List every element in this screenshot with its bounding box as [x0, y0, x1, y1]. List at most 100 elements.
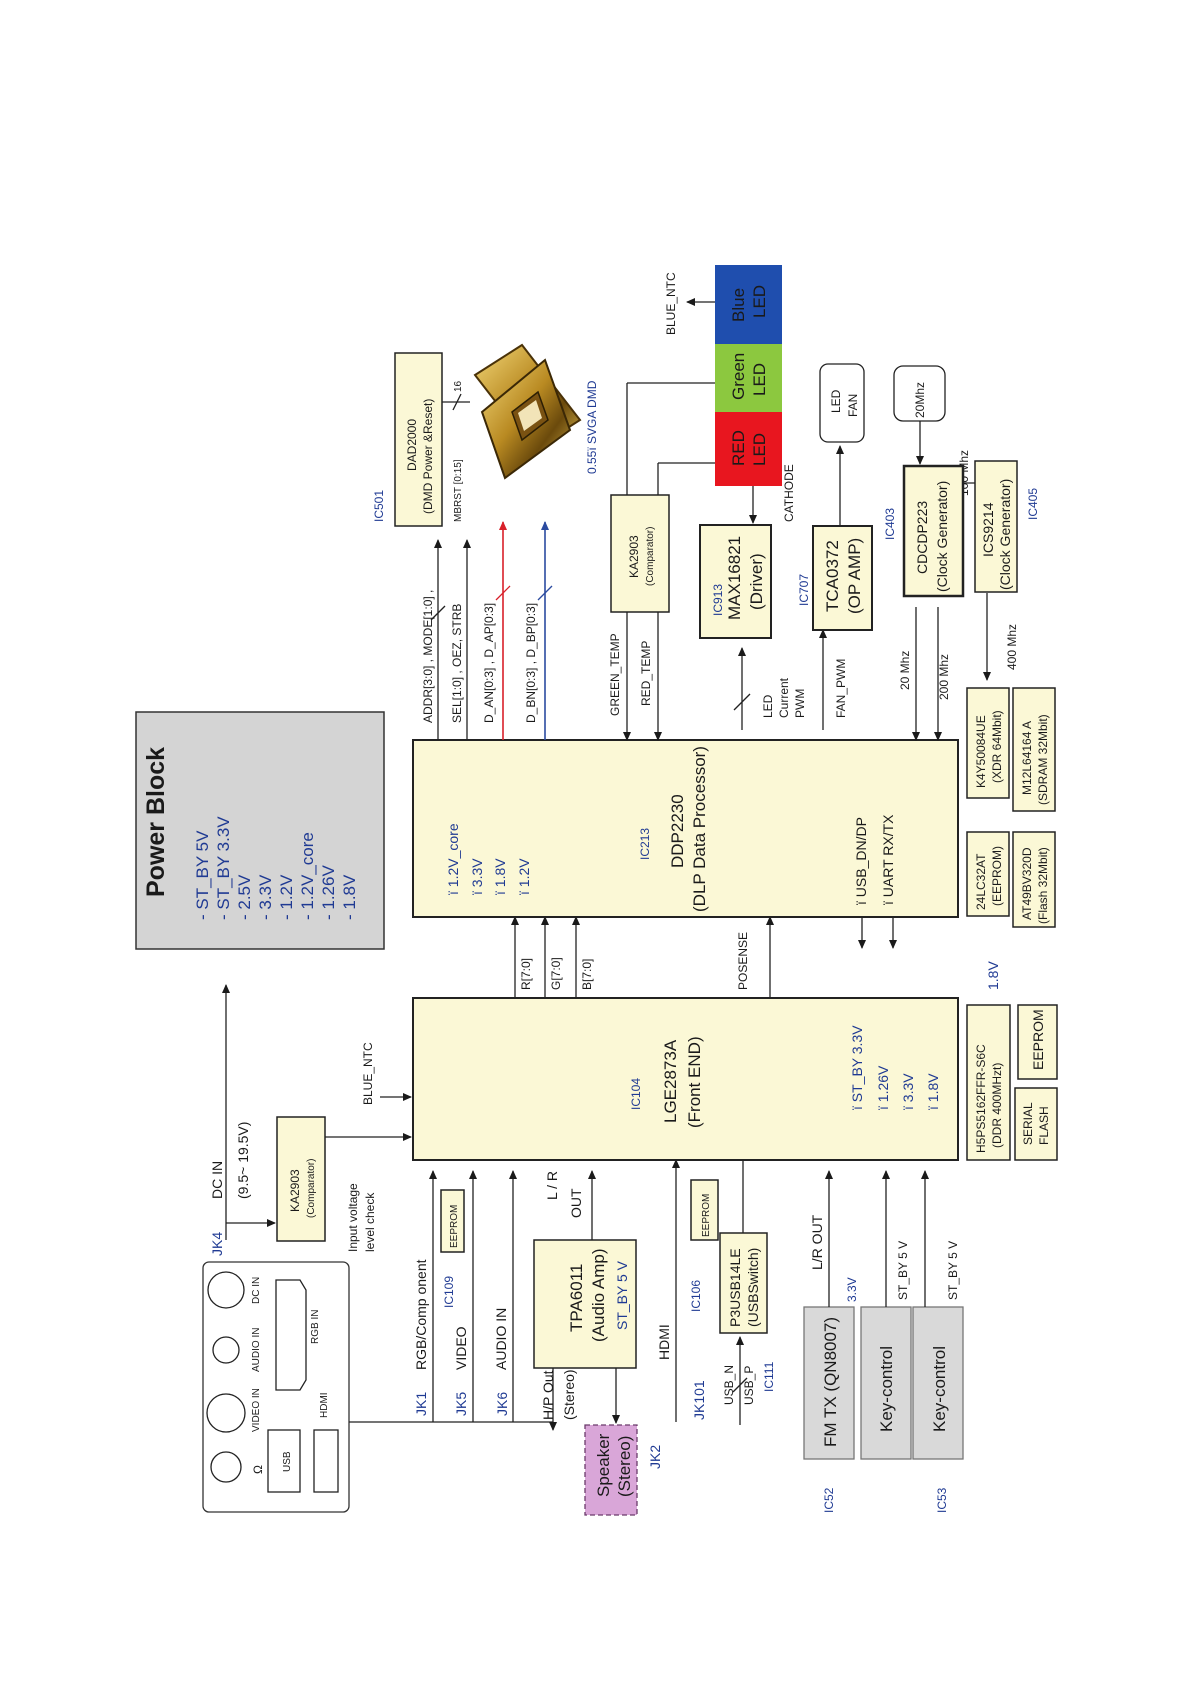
ic-label-ic106: IC106: [689, 1280, 703, 1312]
red-temp-text: RED_TEMP: [639, 641, 653, 706]
chip-desc: (Audio Amp): [589, 1248, 608, 1342]
rgb-text: RGB/Comp onent: [413, 1259, 429, 1370]
power-item: - ST_BY 5V: [193, 830, 212, 920]
usb-p-text: USB_P: [742, 1366, 756, 1405]
flash-at49bv320d: AT49BV320D (Flash 32Mbit): [1012, 831, 1056, 928]
rgb-in-port: [275, 1279, 307, 1391]
ka2903-input-comparator: KA2903 (Comparator): [276, 1116, 326, 1242]
hdmi-label: HDMI: [319, 1392, 330, 1418]
block-label: FM TX (QN8007): [821, 1317, 840, 1447]
input-check-text: level check: [363, 1192, 377, 1252]
cathode-text: CATHODE: [782, 464, 796, 522]
chip-name: K4Y50084UE: [974, 715, 988, 788]
fan-pwm-text: FAN_PWM: [834, 659, 848, 718]
sel-text: SEL[1:0] , OEZ, STRB: [450, 604, 464, 723]
eeprom-fe: EEPROM: [1017, 1004, 1058, 1080]
eeprom-24lc32at: 24LC32AT (EEPROM): [966, 831, 1010, 917]
ic-label-ic405: IC405: [1026, 488, 1040, 520]
key-control-block: Key-control: [912, 1306, 964, 1460]
key1-supply-text: ST_BY 5 V: [896, 1241, 910, 1300]
chip-desc: (DMD Power &Reset): [421, 399, 435, 514]
addr-text: ADDR[3:0] , MODE[1:0] ,: [421, 590, 435, 723]
ddp-power-item: ï 1.2V_core: [445, 823, 461, 895]
chip-name: P3USB14LE: [727, 1248, 743, 1327]
chip-name: 24LC32AT: [974, 853, 988, 910]
led-pwm-text: Current: [777, 677, 791, 718]
ddp-power-item: ï 1.2V: [516, 858, 532, 895]
p3usb14le-switch: P3USB14LE (USBSwitch): [719, 1232, 768, 1334]
d-a-text: D_AN[0:3] , D_AP[0:3]: [482, 603, 496, 723]
red-led: [715, 412, 782, 486]
chip-name: CDCDP223: [914, 501, 930, 574]
chip-name: FLASH: [1037, 1106, 1051, 1145]
chip-name: EEPROM: [449, 1205, 460, 1248]
led-label: RED: [729, 430, 748, 466]
ic-label-ic109: IC109: [442, 1276, 456, 1308]
chip-name: H5PS5162FFR-S6C: [974, 1044, 988, 1153]
chip-desc: (Comparator): [306, 1159, 317, 1218]
blue-ntc-top-text: BLUE_NTC: [664, 272, 678, 335]
g-bus-text: G[7:0]: [549, 957, 563, 990]
ic-label-ic53: IC53: [935, 1487, 949, 1513]
hdmi-text: HDMI: [656, 1324, 672, 1360]
jack-label: JK101: [691, 1380, 707, 1420]
tca0372-op-amp: TCA0372 (OP AMP): [812, 525, 873, 631]
led-label: LED: [750, 285, 769, 318]
chip-name: DAD2000: [405, 419, 419, 471]
jack-label: JK2: [647, 1445, 663, 1469]
video-text: VIDEO: [453, 1326, 469, 1370]
chip-name: TPA6011: [567, 1264, 586, 1332]
input-check-text: Input voltage: [346, 1183, 360, 1252]
eeprom-ic109: EEPROM: [440, 1189, 465, 1253]
ic-label-ic707: IC707: [797, 574, 811, 606]
fan-label: LED: [829, 389, 843, 413]
led-label: Green: [729, 353, 748, 400]
green-led: [715, 344, 782, 412]
led-pwm-slash: [733, 693, 751, 711]
tpa6011-audio-amp: TPA6011 (Audio Amp) ST_BY 5 V: [533, 1239, 637, 1369]
ic-label-ic52: IC52: [822, 1487, 836, 1513]
chip-desc: (XDR 64Mbit): [990, 710, 1004, 783]
chip-desc: (Comparator): [645, 527, 656, 586]
xdr-k4y50084ue: K4Y50084UE (XDR 64Mbit): [966, 687, 1010, 799]
clk-20-text: 20 Mhz: [898, 651, 912, 690]
ddp-io-item: ï UART RX/TX: [880, 814, 896, 905]
ddp2230-processor: IC213 DDP2230 (DLP Data Processor) ï 1.2…: [412, 739, 959, 918]
ic-label-ic913: IC913: [711, 584, 725, 616]
jack-label: JK5: [453, 1392, 469, 1416]
audio-in-jack: [212, 1336, 240, 1364]
clk-400-text: 400 Mhz: [1005, 624, 1019, 670]
ddr-h5ps5162: H5PS5162FFR-S6C (DDR 400MHzt): [966, 1004, 1011, 1161]
chip-name: TCA0372: [823, 540, 842, 612]
power-block: Power Block - ST_BY 5V - ST_BY 3.3V - 2.…: [135, 711, 385, 950]
eeprom-ic106: EEPROM: [690, 1179, 719, 1241]
key2-supply-text: ST_BY 5 V: [946, 1241, 960, 1300]
chip-name: LGE2873A: [661, 1039, 680, 1123]
chip-name: EEPROM: [1030, 1009, 1046, 1070]
led-label: LED: [750, 433, 769, 466]
led-fan: LED FAN: [819, 363, 865, 443]
fm-tx-block: FM TX (QN8007): [803, 1306, 855, 1460]
chip-name: KA2903: [288, 1169, 302, 1212]
chip-name: KA2903: [627, 535, 641, 578]
lge2873a-front-end: IC104 LGE2873A (Front END) ï ST_BY 3.3V …: [412, 997, 959, 1161]
power-item: - 1.8V: [340, 874, 359, 920]
led-pwm-text: PWM: [793, 689, 807, 718]
jack-label: JK1: [413, 1392, 429, 1416]
power-block-title: Power Block: [142, 747, 170, 897]
block-label: Key-control: [930, 1346, 949, 1432]
fe-1v8-text: 1.8V: [985, 961, 1001, 990]
max16821-driver: IC913 MAX16821 (Driver): [699, 524, 772, 639]
fm-supply-text: 3.3V: [845, 1277, 859, 1302]
blue-ntc-fe-text: BLUE_NTC: [361, 1042, 375, 1105]
chip-name: SERIAL: [1021, 1102, 1035, 1145]
lr-out-text: OUT: [568, 1188, 584, 1218]
chip-desc: (OP AMP): [845, 538, 864, 614]
jack-label: JK4: [209, 1232, 225, 1256]
lr-out-text: L / R: [544, 1171, 560, 1200]
power-item: - 3.3V: [256, 874, 275, 920]
dc-range-text: (9.5~ 19.5V): [235, 1122, 251, 1199]
ic-label-ic403: IC403: [883, 508, 897, 540]
ddp-io-item: ï USB_DN/DP: [853, 817, 869, 905]
